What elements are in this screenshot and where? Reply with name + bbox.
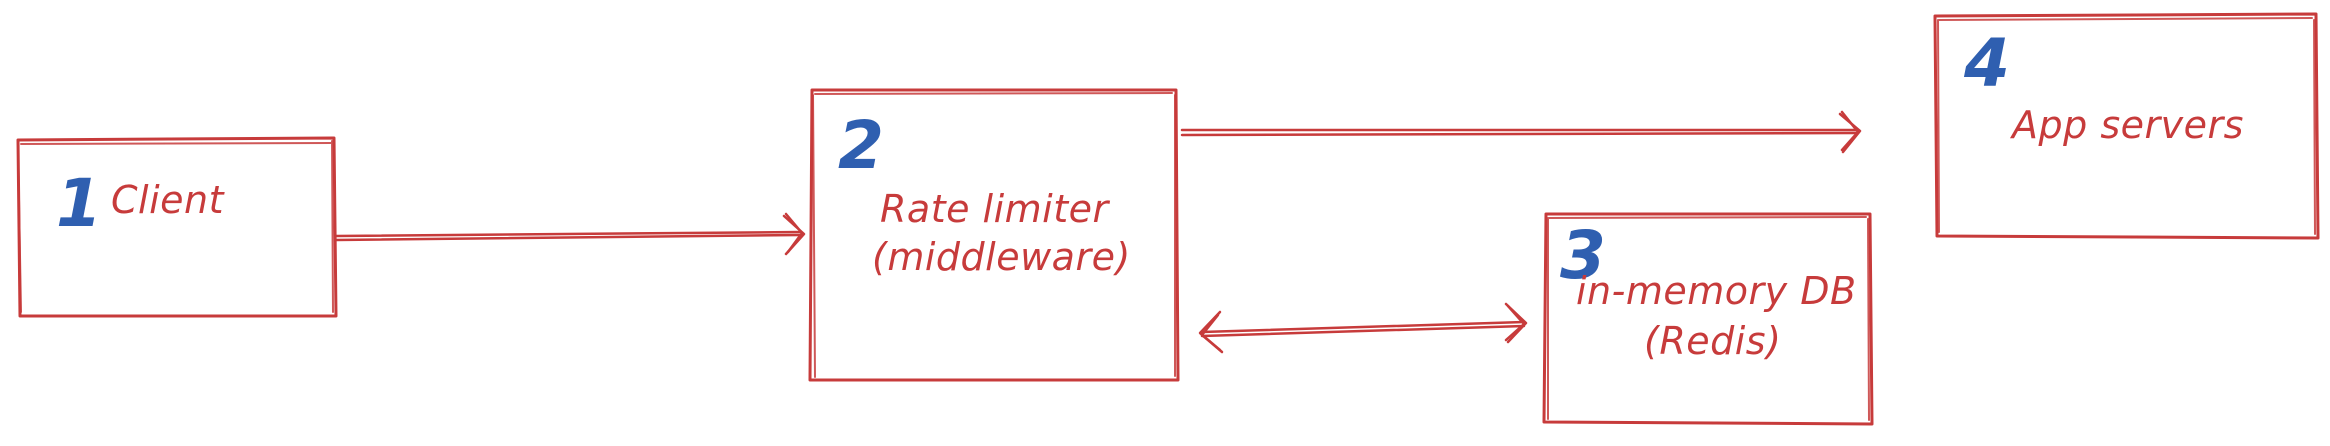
app-servers-label: App servers [2009,103,2244,147]
redis-label-line1: in-memory DB [1576,269,1857,313]
redis-number: 3 [1560,217,1606,294]
client-number: 1 [56,165,102,242]
client-label: Client [111,178,226,222]
client-node: 1 Client [16,136,338,318]
app-servers-number: 4 [1963,25,2010,102]
arrow-client-to-rate-limiter [334,212,806,256]
rate-limiter-label-line2: (middleware) [872,235,1131,279]
redis-node: 3 in-memory DB (Redis) [1542,212,1874,426]
redis-label-line2: (Redis) [1644,319,1781,363]
arrow-rate-limiter-to-app-servers [1180,110,1862,154]
arrow-rate-limiter-redis-bidirectional [1198,302,1528,354]
app-servers-node: 4 App servers [1933,12,2320,240]
rate-limiter-label-line1: Rate limiter [880,187,1111,231]
rate-limiter-number: 2 [838,107,884,184]
rate-limiter-node: 2 Rate limiter (middleware) [808,88,1180,382]
